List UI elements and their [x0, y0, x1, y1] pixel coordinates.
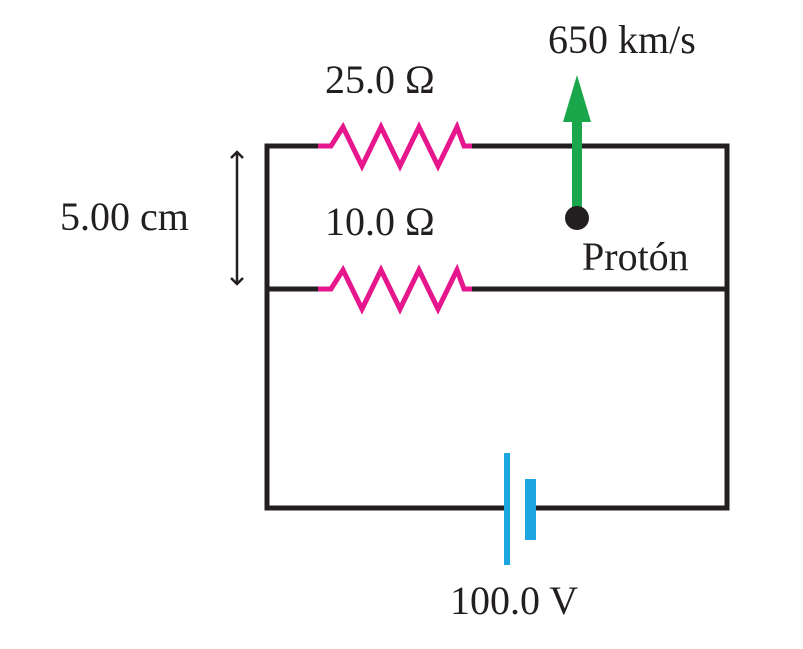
top-wire-left — [264, 143, 507, 511]
battery-long-plate — [504, 453, 510, 565]
velocity-arrow-head — [563, 75, 591, 122]
battery-voltage-label: 100.0 V — [450, 578, 578, 623]
proton-label: Protón — [582, 234, 689, 279]
velocity-arrow-shaft — [572, 118, 582, 218]
resistor-10-ohm — [318, 263, 472, 315]
separation-label: 5.00 cm — [60, 194, 189, 239]
proton-dot — [565, 206, 589, 230]
resistor-bottom-label: 10.0 Ω — [325, 199, 435, 244]
top-wire-right — [470, 143, 730, 511]
resistor-top-label: 25.0 Ω — [325, 57, 435, 102]
battery-short-plate — [525, 479, 536, 540]
battery-symbol — [504, 453, 536, 565]
velocity-arrow — [563, 75, 591, 218]
resistor-25-ohm — [318, 120, 472, 172]
circuit-wires — [264, 143, 730, 511]
velocity-label: 650 km/s — [548, 17, 696, 62]
